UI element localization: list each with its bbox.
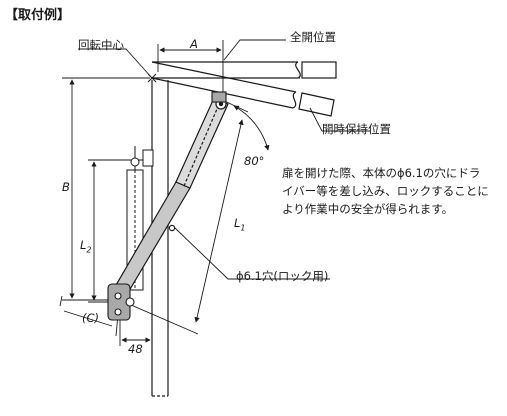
door-fully-open (152, 61, 337, 79)
note-line: イバー等を差し込み、ロックすることに (282, 184, 489, 198)
angle-arc (233, 105, 270, 151)
dimension-l2-label: L2 (80, 238, 92, 255)
lock-hole-label: ϕ6.1穴(ロック用) (236, 269, 329, 283)
note-line: より作業中の安全が得られます。 (282, 202, 454, 216)
note-line: 扉を開けた際、本体のϕ6.1の穴にドラ (282, 166, 481, 180)
side-bracket (107, 283, 135, 321)
stay-closed-position (126, 146, 154, 291)
pivot-center-label: 回転中心 (78, 38, 124, 52)
section-heading: 【取付例】 (5, 8, 71, 23)
lock-usage-note: 扉を開けた際、本体のϕ6.1の穴にドラ イバー等を差し込み、ロックすることに よ… (282, 164, 500, 218)
angle-label: 80° (244, 154, 265, 168)
door-bracket (211, 91, 227, 103)
dimension-48-label: 48 (128, 342, 143, 356)
leader-lines (78, 39, 370, 280)
gas-stay-arm (111, 97, 229, 297)
open-hold-label: 開時保持位置 (322, 122, 391, 136)
dimension-48 (119, 320, 153, 346)
dimension-b (62, 77, 150, 301)
dimension-a-label: A (190, 37, 198, 51)
door-open-hold (151, 61, 335, 117)
dimension-b-label: B (62, 180, 70, 194)
dimension-a (157, 40, 224, 92)
dimension-l1-label: L1 (234, 216, 246, 233)
fully-open-label: 全開位置 (290, 30, 336, 44)
dimension-c-label: (C) (82, 311, 100, 325)
